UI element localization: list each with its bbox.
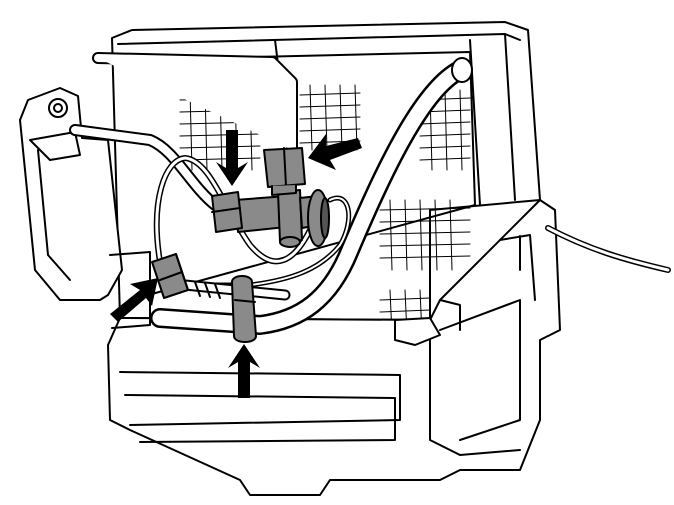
- housing-lower: [107, 199, 561, 496]
- arrow-retaining-clip: [228, 344, 260, 398]
- external-wire: [545, 225, 671, 273]
- liquid-line: [92, 52, 298, 156]
- suction-line: [150, 57, 473, 335]
- arrow-sensor-connector: [110, 278, 158, 322]
- expansion-valve: [234, 189, 330, 248]
- retaining-clip: [231, 275, 257, 343]
- sensor-connector: [151, 253, 189, 299]
- arrow-valve-top-nut: [216, 130, 248, 186]
- arrow-valve-right-nut: [308, 134, 362, 170]
- capillary-tube: [153, 155, 352, 288]
- inlet-pipe: [69, 124, 221, 211]
- valve-nut-top: [263, 147, 306, 196]
- housing-bracket-left: [19, 87, 151, 329]
- valve-nut-left: [211, 191, 243, 233]
